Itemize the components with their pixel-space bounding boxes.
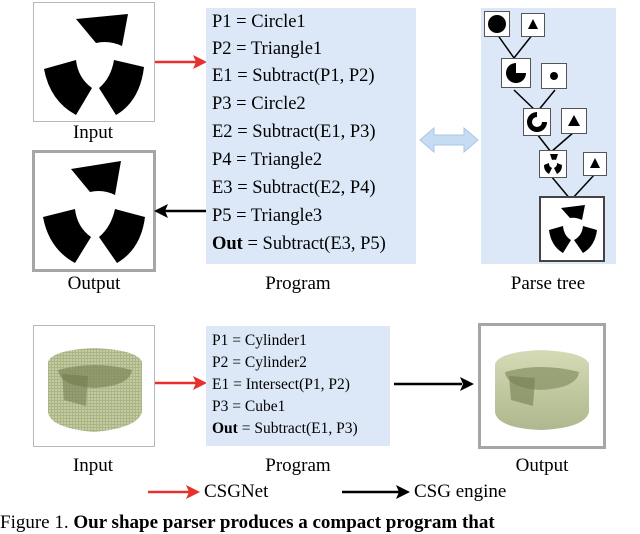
csg-engine-arrow-top xyxy=(154,204,206,218)
tree-node-circle-2 xyxy=(541,63,567,89)
code-line: E3 = Subtract(E2, P4) xyxy=(212,178,376,198)
legend-csgnet-label: CSGNet xyxy=(204,481,269,502)
code-line: Out = Subtract(E1, P3) xyxy=(212,420,358,437)
csg-engine-arrow-bottom xyxy=(394,377,474,391)
code-line: E1 = Intersect(P1, P2) xyxy=(212,376,350,393)
code-line: Out = Subtract(E3, P5) xyxy=(212,234,386,254)
tree-node-subtract-1 xyxy=(501,58,531,88)
tree-node-circle xyxy=(484,11,510,37)
code-line: P2 = Triangle1 xyxy=(212,39,323,59)
parse-tree-caption: Parse tree xyxy=(510,273,586,294)
top-output-image xyxy=(32,150,156,272)
csgnet-arrow-top xyxy=(155,55,207,69)
radiation-shape-input xyxy=(44,14,144,115)
code-line: P1 = Cylinder1 xyxy=(212,332,307,349)
top-input-image xyxy=(33,2,155,122)
tree-node-triangle xyxy=(521,13,545,37)
tree-node-triangle-3 xyxy=(583,152,607,176)
code-line: E2 = Subtract(E1, P3) xyxy=(212,122,376,142)
top-output-caption: Output xyxy=(67,273,121,294)
figure-caption-prefix: Figure 1. xyxy=(0,512,74,533)
parse-tree-edges xyxy=(496,33,596,201)
voxel-chair-input xyxy=(48,348,142,432)
bottom-input-image xyxy=(33,325,155,447)
legend-engine-arrow xyxy=(342,485,410,499)
tree-node-subtract-3 xyxy=(539,150,567,178)
code-line: P5 = Triangle3 xyxy=(212,206,323,226)
parse-tree xyxy=(481,8,616,264)
radiation-shape-output xyxy=(43,161,145,263)
bottom-program-caption: Program xyxy=(265,455,331,476)
bottom-output-caption: Output xyxy=(515,455,569,476)
top-program-code: P1 = Circle1 P2 = Triangle1 E1 = Subtrac… xyxy=(206,8,416,264)
top-program-caption: Program xyxy=(265,273,331,294)
code-line: P3 = Circle2 xyxy=(212,94,306,114)
code-line: P4 = Triangle2 xyxy=(212,150,323,170)
legend-csgnet-arrow xyxy=(148,485,200,499)
top-input-caption: Input xyxy=(72,122,114,143)
tree-node-triangle-2 xyxy=(561,108,587,134)
tree-node-output xyxy=(539,196,605,262)
equivalence-double-arrow xyxy=(419,126,479,154)
bottom-output-image xyxy=(478,323,606,449)
code-line: P2 = Cylinder2 xyxy=(212,354,307,371)
csgnet-arrow-bottom xyxy=(155,376,207,390)
figure-caption: Figure 1. Our shape parser produces a co… xyxy=(0,512,495,534)
code-line: E1 = Subtract(P1, P2) xyxy=(212,66,375,86)
bottom-program-code: P1 = Cylinder1 P2 = Cylinder2 E1 = Inter… xyxy=(206,326,390,446)
code-line: P3 = Cube1 xyxy=(212,398,286,415)
legend-engine-label: CSG engine xyxy=(414,481,507,502)
code-line: P1 = Circle1 xyxy=(212,12,306,32)
figure-caption-bold: Our shape parser produces a compact prog… xyxy=(73,512,495,533)
bottom-input-caption: Input xyxy=(72,455,114,476)
tree-node-subtract-2 xyxy=(523,108,551,136)
csg-chair-output xyxy=(495,350,589,430)
